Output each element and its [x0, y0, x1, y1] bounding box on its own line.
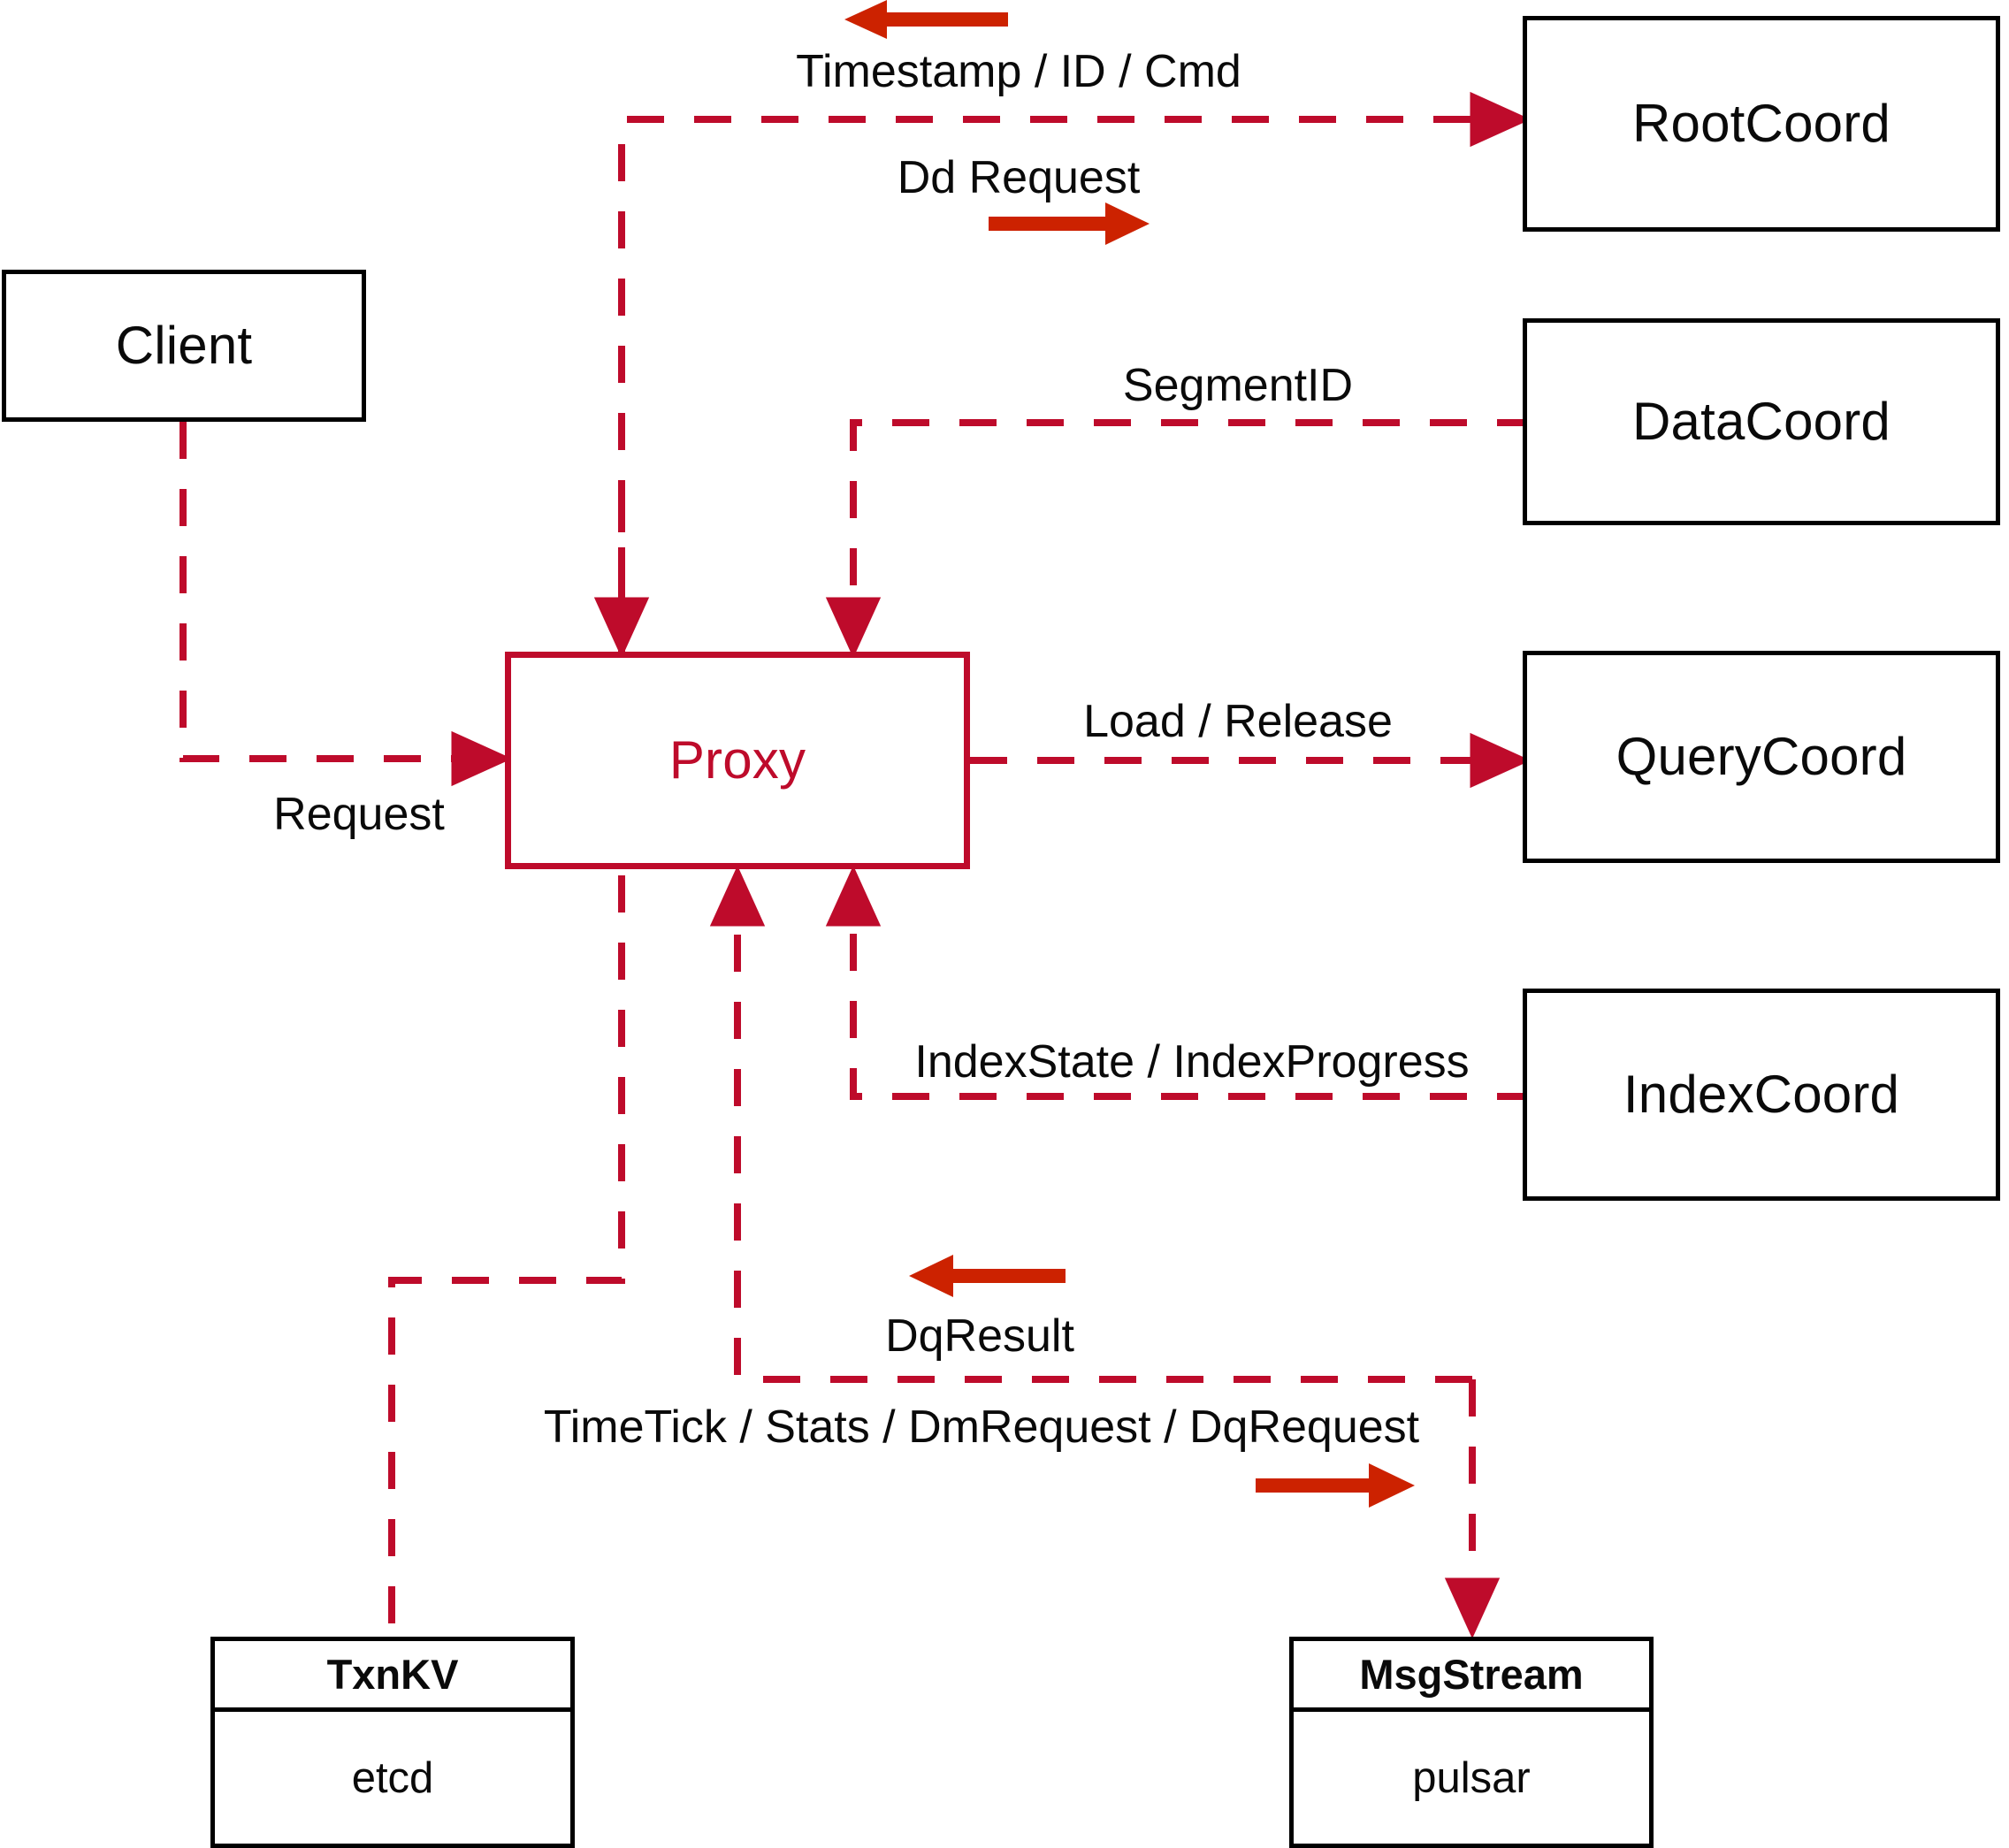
store-txnkv-body: etcd: [215, 1712, 570, 1844]
store-msgstream-body: pulsar: [1294, 1712, 1649, 1844]
store-msgstream[interactable]: MsgStream pulsar: [1289, 1637, 1654, 1848]
direction-arrow-timetick-stats: [1256, 1463, 1415, 1508]
store-txnkv-header: TxnKV: [215, 1641, 570, 1712]
node-indexcoord-label: IndexCoord: [1623, 1065, 1900, 1124]
wire-datacoord-proxy: [825, 419, 1534, 659]
node-querycoord[interactable]: QueryCoord: [1523, 651, 2000, 863]
edge-label-dq-result: DqResult: [885, 1310, 1074, 1362]
node-proxy-label: Proxy: [668, 730, 806, 790]
node-proxy[interactable]: Proxy: [505, 652, 970, 869]
store-msgstream-title: MsgStream: [1359, 1651, 1584, 1698]
node-client-label: Client: [115, 316, 253, 375]
store-msgstream-impl: pulsar: [1412, 1753, 1531, 1802]
edge-label-load-release: Load / Release: [1083, 696, 1393, 747]
direction-arrow-dq-result: [909, 1255, 1066, 1297]
wire-client-proxy: [180, 422, 513, 787]
node-datacoord-label: DataCoord: [1632, 392, 1891, 451]
wire-indexcoord-proxy: [825, 865, 1534, 1100]
edge-label-dd-request: Dd Request: [897, 152, 1141, 203]
edge-label-index-state: IndexState / IndexProgress: [914, 1036, 1470, 1088]
wire-msgstream-proxy-dqresult: [709, 865, 1472, 1383]
wire-proxy-txnkv: [388, 875, 625, 1638]
direction-arrow-timestamp-id-cmd: [844, 0, 1008, 39]
direction-arrow-dd-request: [989, 202, 1150, 245]
store-txnkv[interactable]: TxnKV etcd: [210, 1637, 575, 1848]
node-datacoord[interactable]: DataCoord: [1523, 318, 2000, 525]
store-txnkv-impl: etcd: [351, 1753, 434, 1802]
edge-label-timestamp-id-cmd: Timestamp / ID / Cmd: [796, 46, 1241, 97]
node-querycoord-label: QueryCoord: [1616, 727, 1907, 786]
node-rootcoord-label: RootCoord: [1632, 94, 1891, 153]
node-indexcoord[interactable]: IndexCoord: [1523, 989, 2000, 1201]
store-txnkv-title: TxnKV: [326, 1651, 459, 1698]
node-client[interactable]: Client: [2, 270, 366, 422]
node-rootcoord[interactable]: RootCoord: [1523, 16, 2000, 232]
edge-label-segment-id: SegmentID: [1122, 360, 1354, 411]
edge-label-request: Request: [273, 789, 445, 840]
store-msgstream-header: MsgStream: [1294, 1641, 1649, 1712]
edge-label-timetick-stats: TimeTick / Stats / DmRequest / DqRequest: [543, 1401, 1420, 1453]
